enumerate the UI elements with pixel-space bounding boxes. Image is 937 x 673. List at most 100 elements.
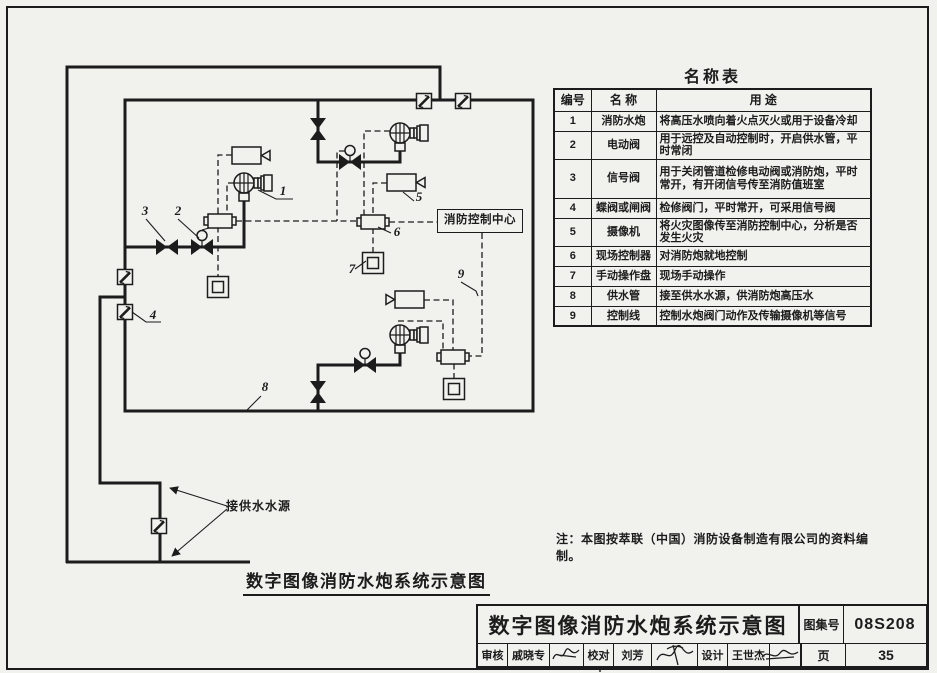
cell-use: 对消防炮就地控制 bbox=[655, 245, 872, 267]
cell-no: 8 bbox=[553, 285, 592, 307]
supply-pipe-bottom-feed bbox=[66, 295, 250, 564]
camera-icon bbox=[385, 290, 425, 309]
cell-use: 控制水炮阀门动作及传输摄像机等信号 bbox=[655, 305, 872, 327]
cell-name: 供水管 bbox=[590, 285, 657, 307]
cell-use: 用于远控及自动控制时，开启供水管，平时常闭 bbox=[655, 130, 872, 160]
control-line-camera-b bbox=[372, 182, 387, 215]
control-line-center-down bbox=[469, 233, 483, 357]
control-line-camera-c bbox=[424, 299, 454, 350]
leader-6 bbox=[377, 226, 392, 234]
control-line-bus bbox=[236, 220, 437, 223]
water-source-arrow-lower bbox=[171, 508, 228, 557]
cell-use: 现场手动操作 bbox=[655, 265, 872, 287]
water-cannon-icon bbox=[389, 122, 429, 152]
cell-use: 用于关闭管道检修电动阀或消防炮，平时常开，有开闭信号传至消防值班室 bbox=[655, 158, 872, 199]
cell-no: 2 bbox=[553, 130, 592, 160]
part-label-3: 3 bbox=[141, 203, 149, 218]
name-table: 编号 名 称 用 途 1 消防水炮 将高压水喷向着火点灭火或用于设备冷却 2 电… bbox=[553, 88, 872, 327]
cell-name: 手动操作盘 bbox=[590, 265, 657, 287]
header-name: 名 称 bbox=[590, 88, 657, 112]
local-controller-icon bbox=[436, 349, 470, 365]
part-label-6: 6 bbox=[393, 224, 401, 239]
diagram-caption: 数字图像消防水炮系统示意图 bbox=[243, 567, 490, 596]
cell-no: 4 bbox=[553, 197, 592, 219]
control-line-cannon-c bbox=[398, 320, 444, 350]
table-row: 8 供水管 接至供水水源，供消防炮高压水 bbox=[553, 285, 872, 307]
cell-use: 将高压水喷向着火点灭火或用于设备冷却 bbox=[655, 110, 872, 132]
part-label-4: 4 bbox=[149, 307, 157, 322]
header-no: 编号 bbox=[553, 88, 592, 112]
manual-panel-icon bbox=[206, 275, 230, 299]
leader-3 bbox=[145, 218, 166, 242]
fire-control-center-box: 消防控制中心 bbox=[437, 209, 523, 233]
leader-8 bbox=[246, 395, 262, 411]
header-use: 用 途 bbox=[655, 88, 872, 112]
control-line-cannon-a bbox=[226, 182, 234, 214]
leader-1 bbox=[257, 189, 293, 200]
reviewer-name: 戚晓专 bbox=[508, 644, 550, 666]
leader-2 bbox=[177, 218, 200, 239]
cell-name: 蝶阀或闸阀 bbox=[590, 197, 657, 219]
page-label: 页 bbox=[802, 644, 846, 666]
cell-no: 9 bbox=[553, 305, 592, 327]
proof-label: 校对 bbox=[584, 644, 614, 666]
water-source-label: 接供水水源 bbox=[226, 499, 292, 513]
title-block-row-2: 审核 戚晓专 校对 刘芳 设计 王世杰 页 35 bbox=[478, 644, 926, 666]
signal-valve-icon bbox=[310, 118, 326, 140]
reviewer-signature bbox=[550, 644, 584, 666]
proofer-name: 刘芳 bbox=[614, 644, 652, 666]
page-border bbox=[6, 6, 929, 670]
signature-icon bbox=[761, 649, 799, 660]
cell-no: 5 bbox=[553, 217, 592, 247]
local-controller-icon bbox=[203, 213, 237, 229]
water-cannon-icon bbox=[389, 324, 429, 354]
signature-icon bbox=[551, 648, 579, 660]
title-block: 数字图像消防水炮系统示意图 图集号 08S208 审核 戚晓专 校对 刘芳 设计… bbox=[476, 604, 928, 668]
cell-use: 将火灾图像传至消防控制中心，分析是否发生火灾 bbox=[655, 217, 872, 247]
cell-name: 信号阀 bbox=[590, 158, 657, 199]
water-source-arrow-upper bbox=[169, 486, 228, 507]
leader-5 bbox=[402, 191, 415, 202]
manual-panel-icon bbox=[361, 251, 385, 275]
cell-use: 检修阀门，平时常开，可采用信号阀 bbox=[655, 197, 872, 219]
cell-no: 3 bbox=[553, 158, 592, 199]
table-row: 4 蝶阀或闸阀 检修阀门，平时常开，可采用信号阀 bbox=[553, 197, 872, 219]
cell-use: 接至供水水源，供消防炮高压水 bbox=[655, 285, 872, 307]
proofer-signature bbox=[652, 644, 698, 666]
ring-main-pipe bbox=[123, 98, 535, 413]
source-note: 注：本图按萃联（中国）消防设备制造有限公司的资料编制。 bbox=[556, 532, 869, 563]
local-controller-icon bbox=[356, 214, 390, 230]
gate-valve-icon bbox=[150, 517, 168, 535]
table-row: 5 摄像机 将火灾图像传至消防控制中心，分析是否发生火灾 bbox=[553, 217, 872, 247]
table-header-row: 编号 名 称 用 途 bbox=[553, 88, 872, 112]
page-number: 35 bbox=[878, 647, 894, 663]
cell-name: 电动阀 bbox=[590, 130, 657, 160]
name-table-title: 名称表 bbox=[683, 69, 741, 86]
leader-4 bbox=[131, 311, 161, 323]
electric-valve-icon bbox=[339, 146, 361, 171]
cell-name: 控制线 bbox=[590, 305, 657, 327]
camera-icon bbox=[231, 146, 271, 165]
cell-name: 现场控制器 bbox=[590, 245, 657, 267]
part-label-2: 2 bbox=[174, 203, 182, 218]
gate-valve-icon bbox=[415, 92, 433, 110]
gate-valve-icon bbox=[116, 268, 134, 286]
table-row: 9 控制线 控制水炮阀门动作及传输摄像机等信号 bbox=[553, 305, 872, 327]
leader-9 bbox=[460, 281, 479, 297]
designer-signature bbox=[761, 644, 802, 666]
signature-icon bbox=[655, 644, 693, 666]
water-cannon-icon bbox=[233, 172, 273, 202]
manual-panel-icon bbox=[442, 377, 466, 401]
table-row: 6 现场控制器 对消防炮就地控制 bbox=[553, 245, 872, 267]
part-label-9: 9 bbox=[457, 266, 465, 281]
table-row: 7 手动操作盘 现场手动操作 bbox=[553, 265, 872, 287]
title-block-row-1: 数字图像消防水炮系统示意图 图集号 08S208 bbox=[478, 606, 926, 644]
atlas-number-label: 图集号 bbox=[800, 606, 844, 643]
cell-name: 摄像机 bbox=[590, 217, 657, 247]
part-label-5: 5 bbox=[415, 189, 423, 204]
gate-valve-icon bbox=[116, 303, 134, 321]
supply-pipe-outer-loop bbox=[65, 65, 442, 563]
signal-valve-icon bbox=[310, 381, 326, 403]
sheet-title: 数字图像消防水炮系统示意图 bbox=[478, 606, 800, 643]
